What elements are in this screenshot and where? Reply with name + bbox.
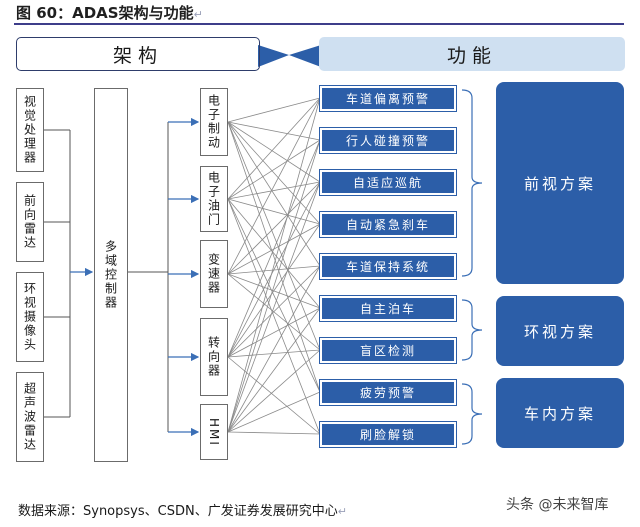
bracket-in-cabin bbox=[461, 383, 483, 445]
link-0-4 bbox=[227, 121, 321, 267]
actuator-hmi: HMI bbox=[200, 404, 228, 460]
bracket-front-view bbox=[461, 89, 483, 277]
link-3-5 bbox=[227, 307, 321, 358]
sensor-surround-camera: 环视摄像头 bbox=[16, 272, 44, 362]
group-front-view: 前视方案 bbox=[496, 82, 624, 284]
sensor-front-radar: 前向雷达 bbox=[16, 182, 44, 262]
function-fatigue-warning: 疲劳预警 bbox=[319, 379, 457, 406]
link-0-6 bbox=[227, 121, 321, 351]
title-divider bbox=[14, 23, 624, 25]
link-0-2 bbox=[227, 121, 321, 183]
link-3-6 bbox=[227, 349, 321, 358]
sensor-ultrasonic-radar: 超声波雷达 bbox=[16, 372, 44, 462]
link-4-6 bbox=[227, 349, 321, 433]
watermark: 头条 @未来智库 bbox=[506, 497, 609, 513]
link-4-8 bbox=[227, 431, 321, 435]
function-acc: 自适应巡航 bbox=[319, 169, 457, 196]
function-header: 功能 bbox=[319, 37, 625, 71]
function-auto-parking: 自主泊车 bbox=[319, 295, 457, 322]
group-in-cabin: 车内方案 bbox=[496, 378, 624, 448]
source-note: 数据来源：Synopsys、CSDN、广发证券发展研究中心↵ bbox=[18, 504, 347, 519]
link-3-3 bbox=[227, 223, 321, 358]
function-pcw: 行人碰撞预警 bbox=[319, 127, 457, 154]
actuator-transmission: 变速器 bbox=[200, 240, 228, 308]
link-1-2 bbox=[227, 181, 321, 200]
architecture-header: 架构 bbox=[16, 37, 260, 71]
actuator-electronic-brake: 电子制动 bbox=[200, 88, 228, 156]
link-0-0 bbox=[227, 97, 321, 123]
function-face-unlock: 刷脸解锁 bbox=[319, 421, 457, 448]
link-1-3 bbox=[227, 198, 321, 225]
link-1-1 bbox=[227, 139, 321, 200]
link-4-0 bbox=[227, 97, 321, 433]
actuator-electronic-throttle: 电子油门 bbox=[200, 166, 228, 232]
link-4-5 bbox=[227, 307, 321, 433]
bowtie-icon bbox=[258, 45, 321, 67]
function-blind-spot: 盲区检测 bbox=[319, 337, 457, 364]
link-0-1 bbox=[227, 121, 321, 141]
link-3-8 bbox=[227, 356, 321, 435]
actuator-steering: 转向器 bbox=[200, 318, 228, 396]
bracket-surround-view bbox=[461, 299, 483, 361]
link-2-0 bbox=[227, 97, 321, 275]
domain-controller: 多域控制器 bbox=[94, 88, 128, 462]
link-3-4 bbox=[227, 265, 321, 358]
function-lka: 车道保持系统 bbox=[319, 253, 457, 280]
link-1-5 bbox=[227, 198, 321, 309]
link-4-4 bbox=[227, 265, 321, 433]
link-2-2 bbox=[227, 181, 321, 275]
link-4-1 bbox=[227, 139, 321, 433]
sensor-vision-processor: 视觉处理器 bbox=[16, 88, 44, 172]
link-1-0 bbox=[227, 97, 321, 200]
link-3-1 bbox=[227, 139, 321, 358]
function-ldw: 车道偏离预警 bbox=[319, 85, 457, 112]
link-3-2 bbox=[227, 181, 321, 358]
link-0-3 bbox=[227, 121, 321, 225]
link-1-7 bbox=[227, 198, 321, 393]
link-0-7 bbox=[227, 121, 321, 393]
link-1-8 bbox=[227, 198, 321, 435]
link-4-7 bbox=[227, 391, 321, 433]
group-surround-view: 环视方案 bbox=[496, 296, 624, 366]
function-aeb: 自动紧急刹车 bbox=[319, 211, 457, 238]
figure-title: 图 60：ADAS架构与功能↵ bbox=[16, 4, 203, 22]
link-4-2 bbox=[227, 181, 321, 433]
